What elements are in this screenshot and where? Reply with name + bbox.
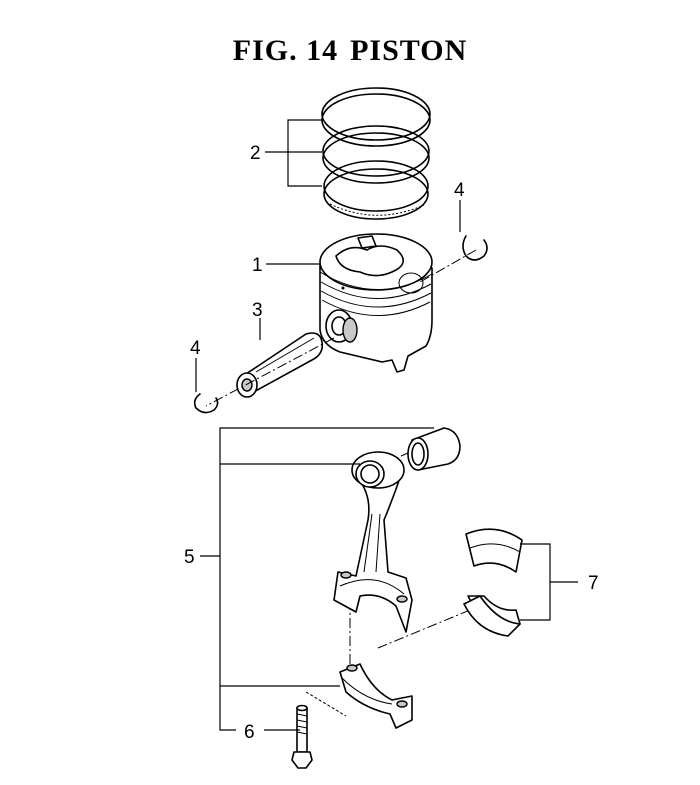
callout-labels: 2 1 3 4 4 5 6 7: [184, 143, 599, 743]
connecting-rod-cap: [339, 663, 413, 729]
callout-ring-set: 2: [250, 143, 261, 164]
callout-piston-pin: 3: [252, 300, 263, 321]
figure-number: FIG. 14: [232, 34, 339, 67]
rod-bolt: [291, 704, 313, 769]
leader-lines: [195, 119, 578, 731]
connecting-rod: [333, 451, 413, 633]
figure-title: FIG. 14 PISTON: [0, 34, 700, 68]
callout-rod-bolt: 6: [244, 722, 255, 743]
callout-snap-ring-right: 4: [454, 180, 465, 201]
piston: [319, 233, 433, 373]
small-end-bushing: [407, 427, 461, 471]
callout-snap-ring-left: 4: [190, 338, 201, 359]
piston-rings: [321, 87, 431, 220]
callout-connecting-rod: 5: [184, 547, 195, 568]
figure-name: PISTON: [350, 34, 468, 67]
snap-rings: [193, 235, 488, 414]
connecting-rod-bearings: [463, 528, 523, 637]
callout-bearings: 7: [588, 573, 599, 594]
callout-piston: 1: [252, 255, 263, 276]
piston-pin: [236, 332, 324, 398]
